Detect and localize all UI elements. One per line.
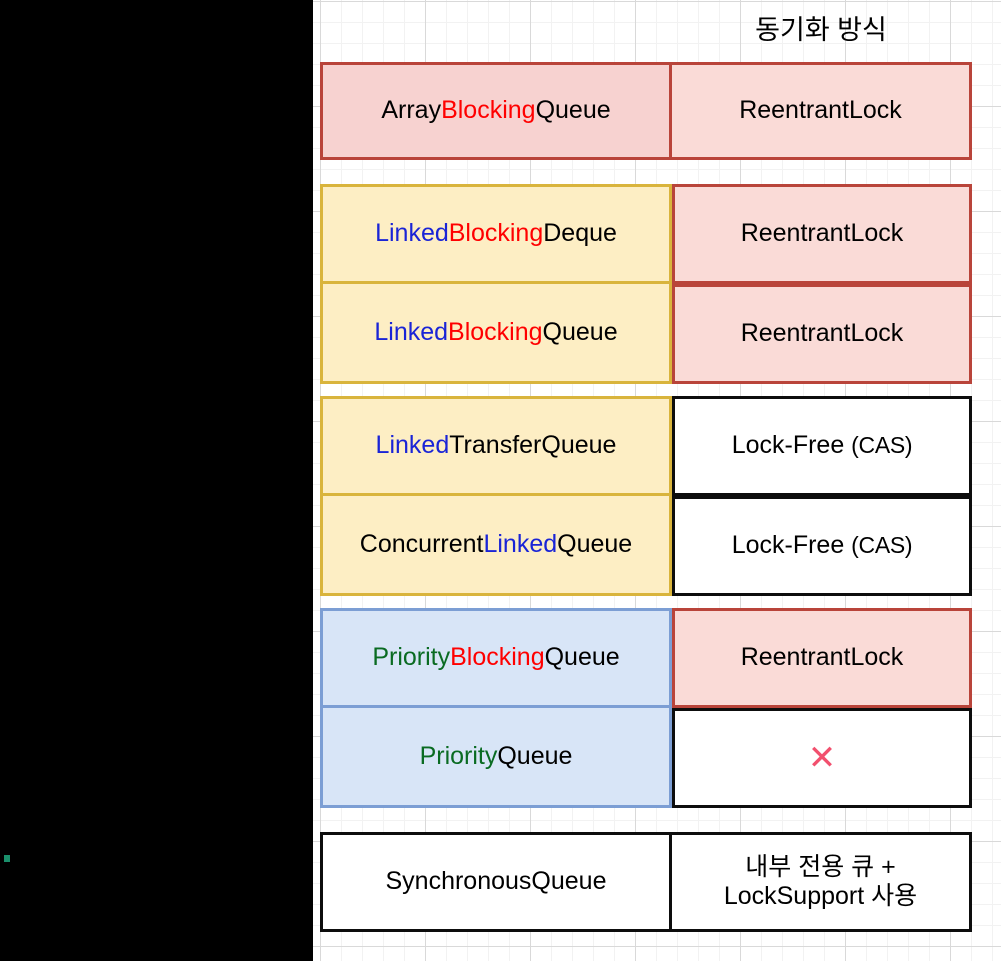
- queue-name-text: ConcurrentLinkedQueue: [360, 530, 632, 560]
- group-gap: [320, 596, 972, 608]
- name-part: Blocking: [450, 643, 545, 672]
- sync-method-cas: (CAS): [851, 532, 913, 559]
- sync-method-cell[interactable]: ReentrantLock: [672, 62, 972, 160]
- name-part: Concurrent: [359, 529, 484, 558]
- sync-method-cell[interactable]: ReentrantLock: [672, 608, 972, 708]
- name-part: Blocking: [441, 96, 536, 125]
- sync-method-cell[interactable]: ReentrantLock: [672, 284, 972, 384]
- table-row: PriorityQueue ✕: [320, 708, 972, 808]
- name-part: Deque: [543, 219, 617, 248]
- sync-method-cell[interactable]: ReentrantLock: [672, 184, 972, 284]
- name-part: Priority: [372, 643, 451, 672]
- sync-method-cell[interactable]: Lock-Free (CAS): [672, 396, 972, 496]
- queue-name-text: ArrayBlockingQueue: [381, 96, 610, 126]
- group-priority: PriorityBlockingQueue ReentrantLock Prio…: [320, 608, 972, 808]
- name-part: Linked: [483, 529, 558, 558]
- table-row: LinkedTransferQueue Lock-Free (CAS): [320, 396, 972, 496]
- table-row: PriorityBlockingQueue ReentrantLock: [320, 608, 972, 708]
- group-array: ArrayBlockingQueue ReentrantLock: [320, 62, 972, 160]
- sync-method-text: Lock-Free (CAS): [732, 431, 913, 461]
- sync-method-text: ReentrantLock: [740, 319, 904, 348]
- name-part: Linked: [375, 219, 449, 248]
- x-mark-icon: ✕: [807, 739, 837, 777]
- group-gap: [320, 808, 972, 832]
- name-part: Blocking: [448, 317, 543, 346]
- queue-name-cell[interactable]: LinkedBlockingDeque: [320, 184, 672, 284]
- name-part: Queue: [544, 643, 620, 672]
- page-title: 동기화 방식: [755, 15, 887, 45]
- name-part: TransferQueue: [449, 431, 617, 460]
- sync-method-text: ReentrantLock: [740, 643, 904, 672]
- name-part: SynchronousQueue: [385, 867, 607, 896]
- queue-name-cell[interactable]: LinkedBlockingQueue: [320, 284, 672, 384]
- queue-name-text: PriorityQueue: [420, 742, 573, 772]
- sync-method-text: ReentrantLock: [739, 96, 902, 125]
- sync-method-text: Lock-Free (CAS): [732, 531, 913, 561]
- sync-method-main: Lock-Free: [731, 531, 852, 560]
- queue-name-cell[interactable]: PriorityBlockingQueue: [320, 608, 672, 708]
- name-part: Linked: [375, 431, 450, 460]
- sync-method-line-1: 내부 전용 큐 +: [745, 852, 896, 881]
- group-lock-free: LinkedTransferQueue Lock-Free (CAS) Conc…: [320, 396, 972, 596]
- green-marker-dot: [4, 855, 10, 862]
- name-part: Queue: [557, 529, 633, 558]
- queue-name-cell[interactable]: PriorityQueue: [320, 708, 672, 808]
- table-row: ConcurrentLinkedQueue Lock-Free (CAS): [320, 496, 972, 596]
- name-part: Array: [381, 96, 442, 125]
- sync-method-line-2: LockSupport 사용: [723, 882, 918, 910]
- name-part: Linked: [374, 317, 449, 346]
- queue-name-text: LinkedTransferQueue: [376, 431, 617, 461]
- name-part: Priority: [419, 741, 498, 770]
- queue-name-text: SynchronousQueue: [386, 867, 607, 897]
- group-gap: [320, 160, 972, 184]
- group-synchronous: SynchronousQueue 내부 전용 큐 + LockSupport 사…: [320, 832, 972, 932]
- queue-name-text: LinkedBlockingQueue: [374, 318, 617, 348]
- queue-name-cell[interactable]: LinkedTransferQueue: [320, 396, 672, 496]
- sync-method-cell[interactable]: 내부 전용 큐 + LockSupport 사용: [672, 832, 972, 932]
- name-part: Queue: [497, 741, 573, 770]
- name-part: Queue: [542, 317, 618, 346]
- name-part: Blocking: [448, 219, 544, 248]
- group-gap: [320, 384, 972, 396]
- table-row: LinkedBlockingDeque ReentrantLock: [320, 184, 972, 284]
- queue-name-cell[interactable]: ArrayBlockingQueue: [320, 62, 672, 160]
- sync-method-cell[interactable]: ✕: [672, 708, 972, 808]
- table-row: SynchronousQueue 내부 전용 큐 + LockSupport 사…: [320, 832, 972, 932]
- sync-method-text: ReentrantLock: [740, 219, 904, 248]
- sync-method-cell[interactable]: Lock-Free (CAS): [672, 496, 972, 596]
- queue-name-text: PriorityBlockingQueue: [372, 643, 619, 673]
- sync-method-main: Lock-Free: [731, 431, 852, 460]
- sync-method-cas: (CAS): [851, 432, 913, 459]
- table-header-row: 동기화 방식: [320, 0, 972, 62]
- queue-name-text: LinkedBlockingDeque: [375, 219, 617, 249]
- name-part: Queue: [535, 96, 611, 125]
- group-linked-blocking: LinkedBlockingDeque ReentrantLock Linked…: [320, 184, 972, 384]
- table-row: LinkedBlockingQueue ReentrantLock: [320, 284, 972, 384]
- black-left-panel: [0, 0, 313, 961]
- queue-sync-table: 동기화 방식 ArrayBlockingQueue ReentrantLock: [320, 0, 972, 932]
- table-row: ArrayBlockingQueue ReentrantLock: [320, 62, 972, 160]
- queue-name-cell[interactable]: ConcurrentLinkedQueue: [320, 496, 672, 596]
- queue-name-cell[interactable]: SynchronousQueue: [320, 832, 672, 932]
